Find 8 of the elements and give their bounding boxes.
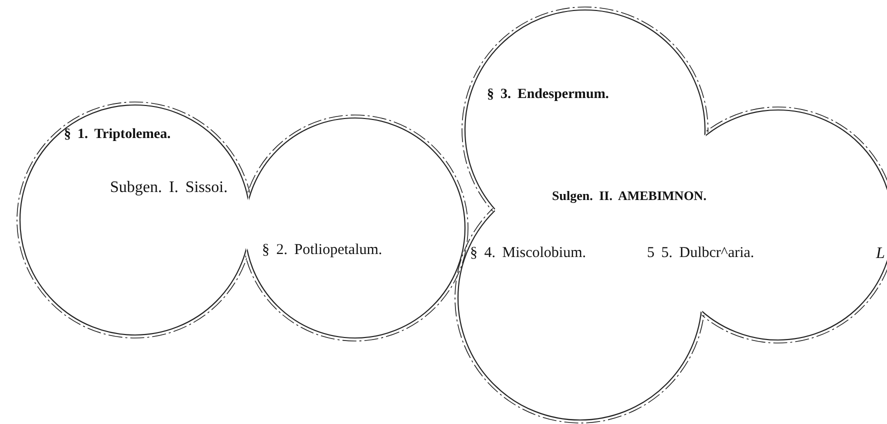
- section-heading: § 1. Triptolemea.: [64, 128, 171, 142]
- section-label: § 2. Potliopetalum.: [262, 243, 382, 258]
- cut-letter: L: [876, 246, 885, 262]
- section-heading: § 3. Endespermum.: [487, 88, 609, 102]
- section-label: 5 5. Dulbcr^aria.: [647, 246, 754, 261]
- section-heading: Sulgen. II. AMEBIMNON.: [552, 189, 706, 202]
- section-label: § 4. Miscolobium.: [470, 246, 586, 261]
- subgenus-label: Subgen. I. Sissoi.: [110, 180, 228, 196]
